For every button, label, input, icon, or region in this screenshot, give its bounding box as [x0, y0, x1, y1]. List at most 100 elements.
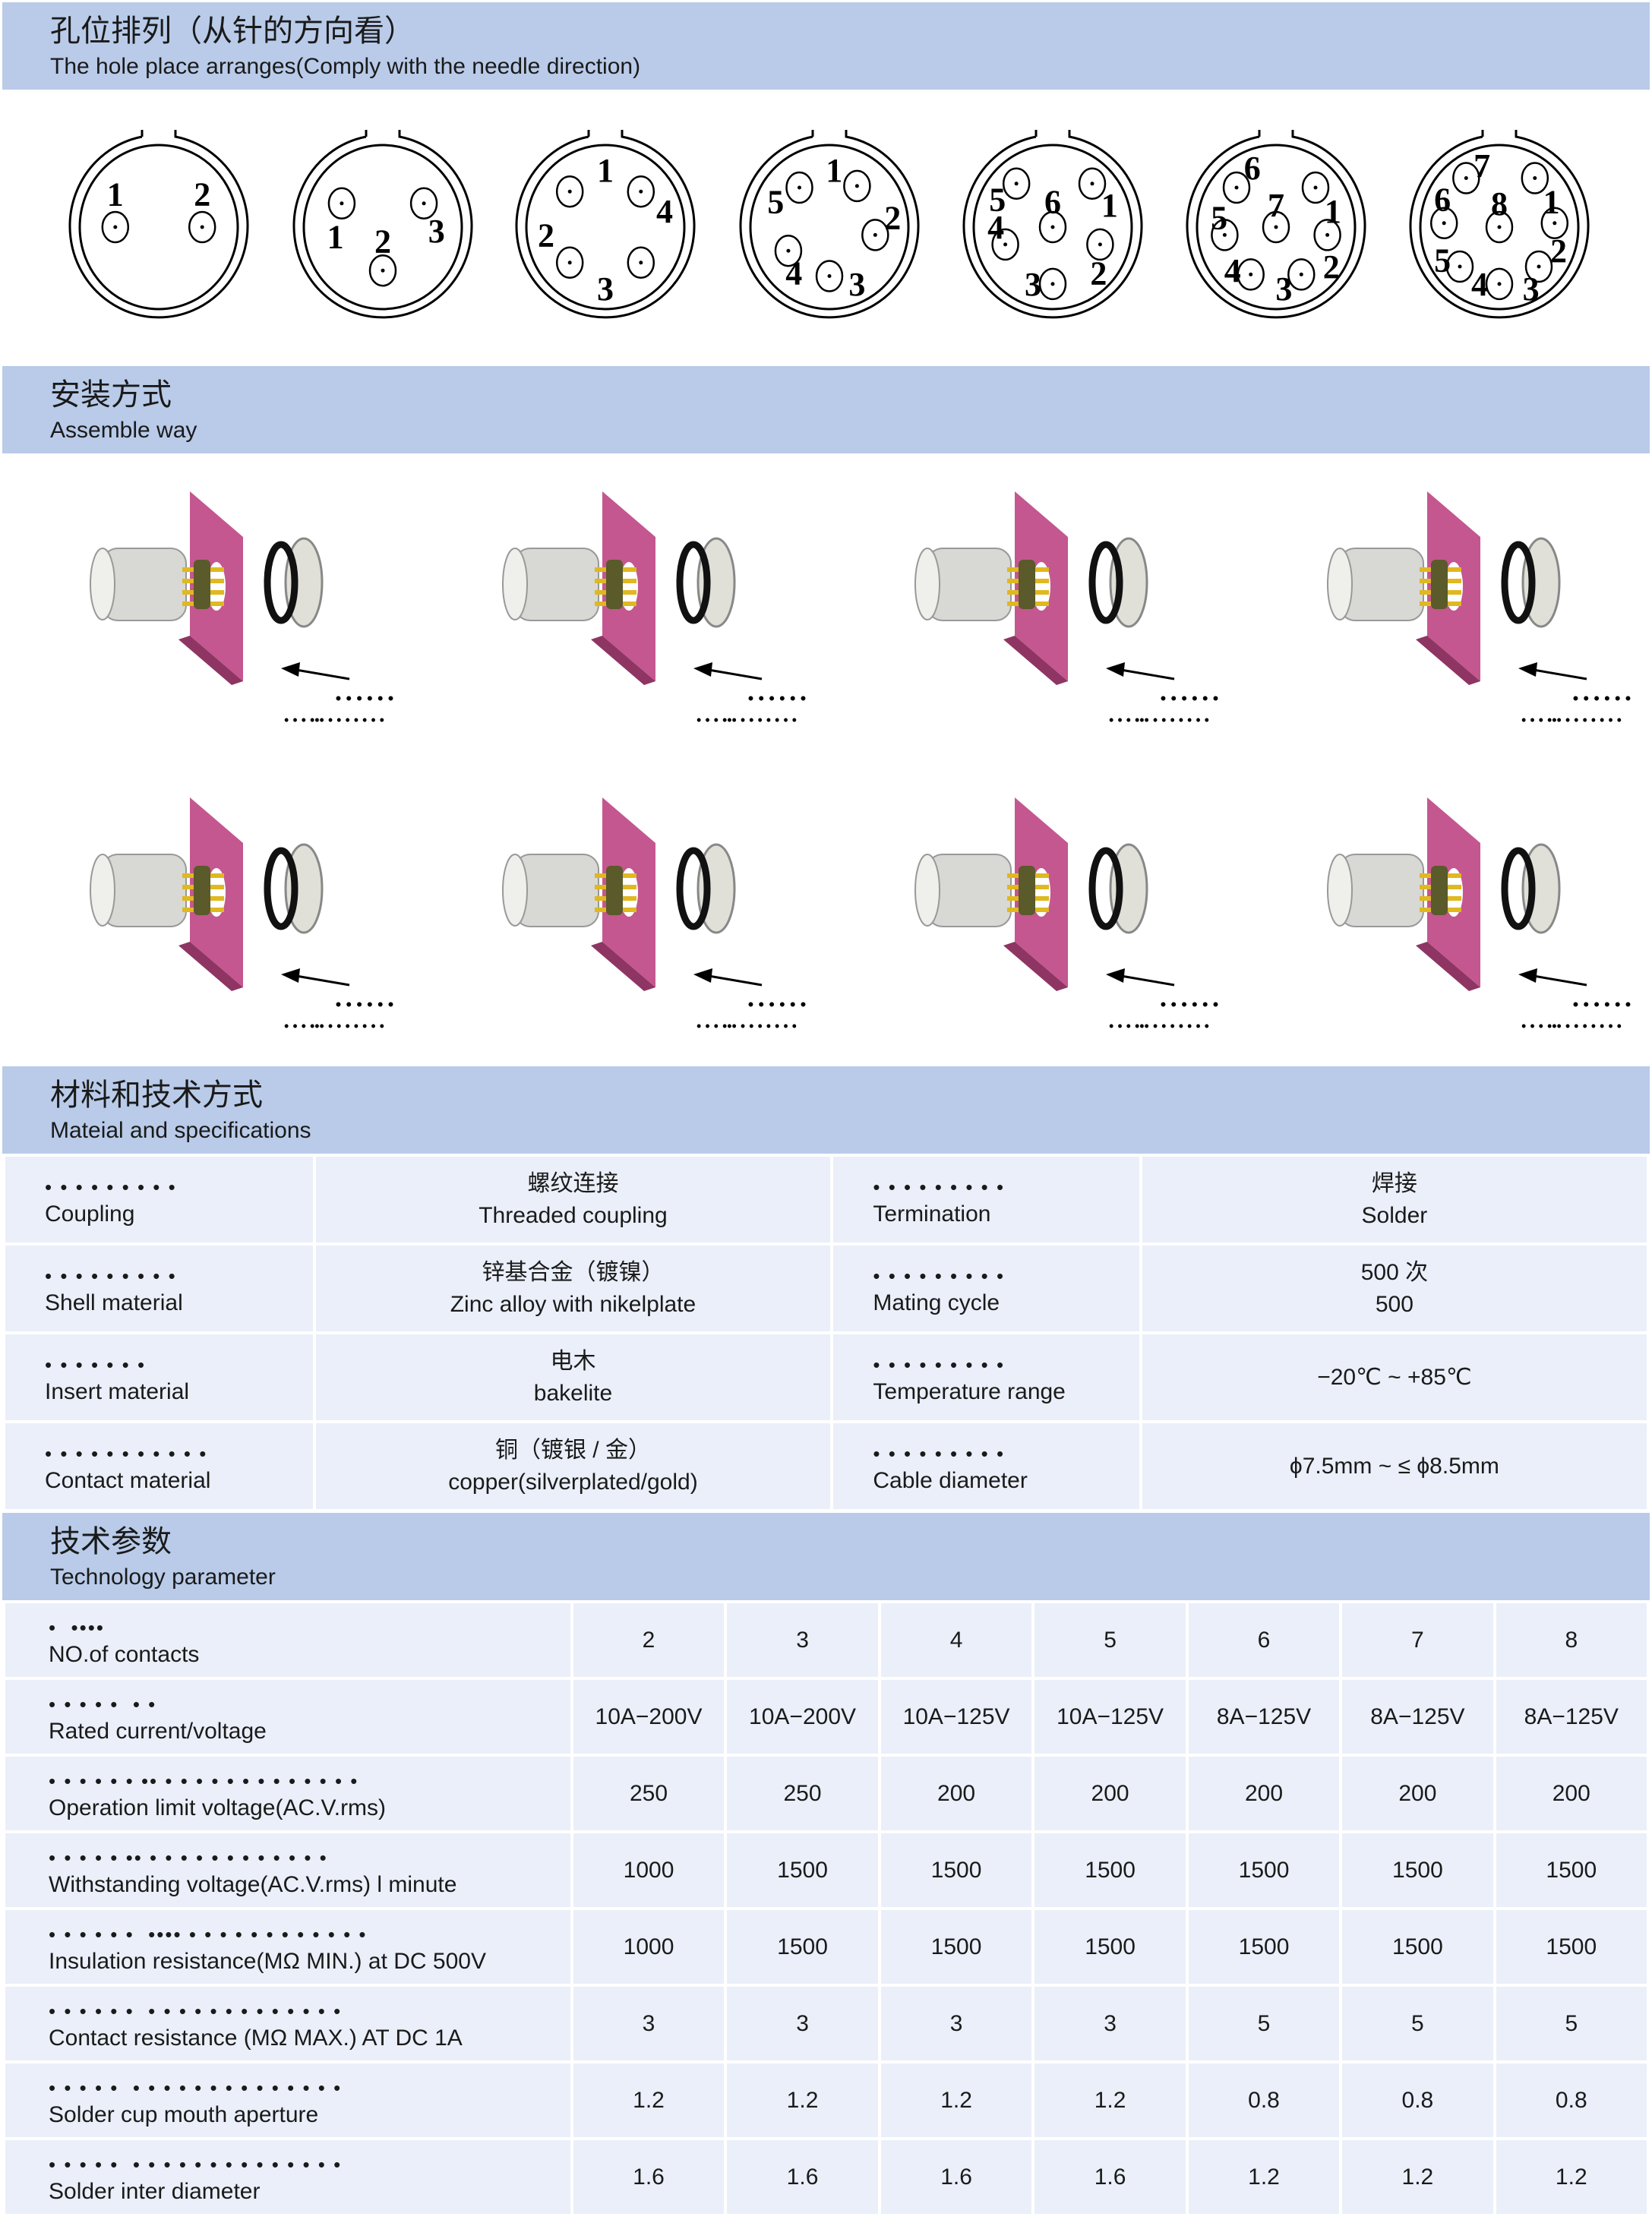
value-cn: 铜（镀银 / 金）: [494, 1437, 651, 1463]
caption-cn-glyphs: • • • ••• • • • • • • •: [696, 712, 797, 728]
parameter-value: 3: [877, 1984, 1035, 2063]
pin-number: 5: [1434, 242, 1451, 279]
label-cn-glyphs: • ••••: [49, 1615, 105, 1639]
value-en: copper(silverplated/gold): [448, 1469, 698, 1495]
label-en: Shell material: [45, 1290, 183, 1315]
assembly-diagram: • • • • • •• • • ••• • • • • • • •: [502, 491, 806, 728]
contact-insert-icon: [1019, 866, 1035, 915]
contact-insert-icon: [194, 866, 210, 915]
label-cn-glyphs: • • • • • • •: [45, 1353, 147, 1376]
parameter-row: • • • • • • • • • • • • • • • • • • •Sol…: [2, 2137, 1650, 2217]
arrow-icon: [1120, 668, 1175, 680]
parameter-value: 200: [1492, 1754, 1650, 1833]
pin-number: 1: [107, 175, 124, 213]
parameter-row: • • • • • • •••• • • • • • • • • • • • •…: [2, 1907, 1650, 1987]
value-cn: 焊接: [1371, 1170, 1417, 1196]
pin-number: 1: [1543, 184, 1560, 221]
section-title-en: Assemble way: [50, 418, 197, 443]
parameter-value: 200: [1339, 1754, 1496, 1833]
parameter-value: 1.6: [877, 2137, 1035, 2217]
parameter-value: 1500: [877, 1830, 1035, 1910]
spec-value: −20℃ ~ +85℃: [1139, 1331, 1650, 1423]
value-cn: 500 次: [1360, 1259, 1429, 1285]
value-en: bakelite: [533, 1380, 613, 1406]
washer-ring-icon: [264, 847, 298, 930]
value-cn: 螺纹连接: [527, 1170, 619, 1196]
caption-cn-glyphs: • • • ••• • • • • • • •: [1521, 1018, 1622, 1034]
label-en: Solder inter diameter: [49, 2178, 261, 2204]
label-en: Cable diameter: [873, 1467, 1028, 1493]
pin-number: 3: [597, 270, 614, 308]
parameter-row: • • • • • • • • • • • • • • • • • • •Con…: [2, 1984, 1650, 2063]
pin-number: 5: [767, 184, 784, 221]
label-cn-glyphs: • • • • • • •••• • • • • • • • • • • • •: [49, 1922, 368, 1946]
pin-number: 1: [826, 152, 842, 189]
pin-number: 2: [1090, 254, 1107, 292]
pin-number: 3: [1025, 266, 1041, 303]
label-cn-glyphs: • • • • • • •: [49, 1692, 157, 1716]
section-header-assemble: 安装方式 Assemble way: [2, 366, 1650, 453]
label-cn-glyphs: • • • • • • • • • • • • • • • • • • •: [49, 2152, 343, 2176]
parameter-value: 10A−125V: [1031, 1677, 1189, 1757]
parameter-label: • • • • • • •••• • • • • • • • • • • • •…: [2, 1907, 573, 1987]
parameter-label: • • • • • • •• • • • • • • • • • • • • •…: [2, 1754, 573, 1833]
parameter-value: 250: [724, 1754, 881, 1833]
spec-label: • • • • • • • • •Termination: [830, 1154, 1142, 1246]
caption-cn-glyphs: • • • ••• • • • • • • •: [696, 1018, 797, 1034]
parameter-value: 200: [1185, 1754, 1343, 1833]
parameter-label: • • • • • •• • • • • • • • • • • • •With…: [2, 1830, 573, 1910]
parameter-value: 0.8: [1185, 2060, 1343, 2140]
arrow-icon: [295, 974, 350, 987]
label-cn-glyphs: • • • • • • • • •: [873, 1441, 1006, 1465]
spec-label: • • • • • • • • •Cable diameter: [830, 1420, 1142, 1512]
pin-number: 2: [1323, 248, 1340, 286]
label-en: Insulation resistance(MΩ MIN.) at DC 500…: [49, 1948, 486, 1974]
caption-cn-glyphs: • • • • • •: [336, 689, 394, 708]
caption-cn-glyphs: • • • ••• • • • • • • •: [1521, 712, 1622, 728]
parameter-value: 200: [877, 1754, 1035, 1833]
section-header-materials: 材料和技术方式 Mateial and specifications: [2, 1066, 1650, 1154]
label-en: Contact resistance (MΩ MAX.) AT DC 1A: [49, 2025, 463, 2051]
pin-number: 5: [1211, 200, 1227, 237]
label-en: Withstanding voltage(AC.V.rms) l minute: [49, 1871, 457, 1897]
arrow-icon: [295, 668, 350, 680]
contact-insert-icon: [1431, 560, 1448, 609]
parameter-value: 8A−125V: [1185, 1677, 1343, 1757]
parameter-label: • • • • • • • • • • • • • • • • • • •Con…: [2, 1984, 573, 2063]
label-en: NO.of contacts: [49, 1641, 200, 1667]
spec-label: • • • • • • • • •Mating cycle: [830, 1242, 1142, 1334]
contact-insert-icon: [194, 560, 210, 609]
parameter-value: 1.6: [724, 2137, 881, 2217]
parameter-value: 1500: [1031, 1907, 1189, 1987]
value-en: Threaded coupling: [479, 1202, 668, 1228]
section-title-cn: 材料和技术方式: [50, 1078, 263, 1113]
parameter-value: 7: [1339, 1600, 1496, 1680]
connector-shell-outline: [739, 130, 920, 319]
label-en: Temperature range: [873, 1378, 1066, 1404]
parameter-value: 8A−125V: [1492, 1677, 1650, 1757]
parameter-value: 200: [1031, 1754, 1189, 1833]
caption-cn-glyphs: • • • • • •: [1161, 689, 1219, 708]
washer-ring-icon: [676, 847, 711, 930]
parameter-value: 1000: [570, 1830, 728, 1910]
section-title-cn: 技术参数: [50, 1524, 172, 1559]
pin-number: 2: [1550, 232, 1567, 270]
parameter-value: 4: [877, 1600, 1035, 1680]
parameter-value: 1500: [1339, 1830, 1496, 1910]
arrow-icon: [708, 974, 763, 987]
pin-number: 6: [1244, 150, 1261, 187]
parameter-value: 5: [1492, 1984, 1650, 2063]
label-cn-glyphs: • • • • • • • • •: [45, 1175, 177, 1198]
section-header-technology: 技术参数 Technology parameter: [2, 1513, 1650, 1600]
label-en: Insert material: [45, 1378, 190, 1404]
label-en: Solder cup mouth aperture: [49, 2101, 319, 2127]
washer-ring-icon: [1088, 541, 1123, 624]
caption-cn-glyphs: • • • ••• • • • • • • •: [284, 1018, 384, 1034]
caption-cn-glyphs: • • • • • •: [1573, 689, 1631, 708]
